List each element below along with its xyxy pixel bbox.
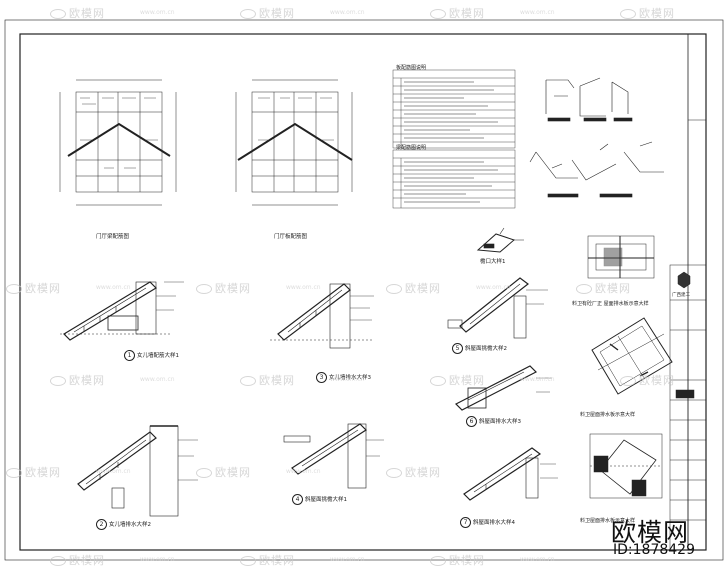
watermark-url: www.om.cn <box>286 468 321 475</box>
watermark-url: www.om.cn <box>520 9 555 16</box>
watermark: 欧模网 <box>620 372 675 388</box>
watermark-url: www.om.cn <box>330 9 365 16</box>
watermark-url: www.om.cn <box>96 468 131 475</box>
detail-5-drawing <box>447 277 548 339</box>
caption-notes-2: 梁配筋图说明 <box>396 145 427 151</box>
watermark: 欧模网 <box>386 464 441 480</box>
caption-notes-1: 板配筋图说明 <box>396 65 427 71</box>
caption-plan-1: 料卫有砼厂正 屋面排水板示意大样 <box>572 301 649 307</box>
elevation-1 <box>59 79 177 206</box>
detail-3-drawing <box>270 283 374 349</box>
watermark-logo-icon <box>386 284 402 294</box>
watermark: 欧模网 <box>6 280 61 296</box>
watermark-logo-icon <box>386 468 402 478</box>
watermark: 欧模网 <box>386 280 441 296</box>
watermark-url: www.om.cn <box>140 9 175 16</box>
watermark-logo-icon <box>240 9 256 19</box>
watermark: 欧模网 <box>240 5 295 21</box>
watermark: 欧模网 <box>576 280 631 296</box>
watermark-logo-icon <box>196 468 212 478</box>
detail-number: 5 <box>452 343 463 354</box>
watermark-logo-icon <box>50 556 66 566</box>
watermark-url: www.om.cn <box>520 556 555 563</box>
title-block-company: 广西建工 <box>672 293 690 298</box>
watermark-url: www.om.cn <box>286 284 321 291</box>
watermark: 欧模网 <box>240 372 295 388</box>
watermark-logo-icon <box>6 284 22 294</box>
plan-2-drawing <box>591 317 673 395</box>
title-block <box>669 264 707 551</box>
watermark-logo-icon <box>430 556 446 566</box>
watermark-logo-icon <box>6 468 22 478</box>
image-id-label: ID:1878429 <box>613 542 695 558</box>
watermark-url: www.om.cn <box>140 556 175 563</box>
caption-elevation-2: 门厅板配筋图 <box>274 234 308 240</box>
corner-brand-watermark: 欧模网 <box>611 518 690 547</box>
watermark: 欧模网 <box>430 5 485 21</box>
watermark: 欧模网 <box>240 552 295 568</box>
watermark: 欧模网 <box>50 372 105 388</box>
detail-6-drawing <box>454 365 552 411</box>
detail-number: 7 <box>460 517 471 528</box>
detail-1-drawing <box>60 281 184 341</box>
watermark-url: www.om.cn <box>476 284 511 291</box>
top-right-details <box>529 77 664 198</box>
watermark-url: www.om.cn <box>96 284 131 291</box>
watermark-url: www.om.cn <box>520 376 555 383</box>
detail-4-drawing <box>283 423 384 489</box>
watermark-logo-icon <box>50 9 66 19</box>
notes-table-2 <box>392 149 516 209</box>
watermark-logo-icon <box>576 284 592 294</box>
detail-number: 4 <box>292 494 303 505</box>
plan-1-drawing <box>587 235 655 279</box>
watermark-logo-icon <box>620 9 636 19</box>
watermark-logo-icon <box>430 376 446 386</box>
detail-number: 1 <box>124 350 135 361</box>
watermark: 欧模网 <box>430 552 485 568</box>
caption-eave-detail: 檐口大样1 <box>480 259 506 265</box>
watermark: 欧模网 <box>196 464 251 480</box>
watermark-logo-icon <box>196 284 212 294</box>
watermark: 欧模网 <box>196 280 251 296</box>
caption-plan-2: 料卫屋面排水板示意大样 <box>580 412 636 418</box>
plan-3-drawing <box>589 433 663 499</box>
watermark-logo-icon <box>620 376 636 386</box>
watermark: 欧模网 <box>430 372 485 388</box>
watermark: 欧模网 <box>6 464 61 480</box>
watermark-url: www.om.cn <box>330 556 365 563</box>
watermark-url: www.om.cn <box>330 376 365 383</box>
eave-detail-drawing <box>476 227 524 253</box>
watermark: 欧模网 <box>620 5 675 21</box>
elevation-2 <box>235 79 353 206</box>
watermark: 欧模网 <box>50 5 105 21</box>
detail-2-drawing <box>77 425 198 517</box>
detail-7-drawing <box>463 447 558 501</box>
detail-number: 3 <box>316 372 327 383</box>
watermark-logo-icon <box>240 376 256 386</box>
watermark: 欧模网 <box>50 552 105 568</box>
watermark-logo-icon <box>240 556 256 566</box>
watermark-url: www.om.cn <box>140 376 175 383</box>
watermark-logo-icon <box>430 9 446 19</box>
caption-plan-3: 料卫屋面排水板示意大样 <box>580 518 636 524</box>
caption-elevation-1: 门厅梁配筋图 <box>96 234 130 240</box>
watermark-logo-icon <box>50 376 66 386</box>
notes-table-1 <box>392 69 516 149</box>
detail-number: 6 <box>466 416 477 427</box>
detail-number: 2 <box>96 519 107 530</box>
